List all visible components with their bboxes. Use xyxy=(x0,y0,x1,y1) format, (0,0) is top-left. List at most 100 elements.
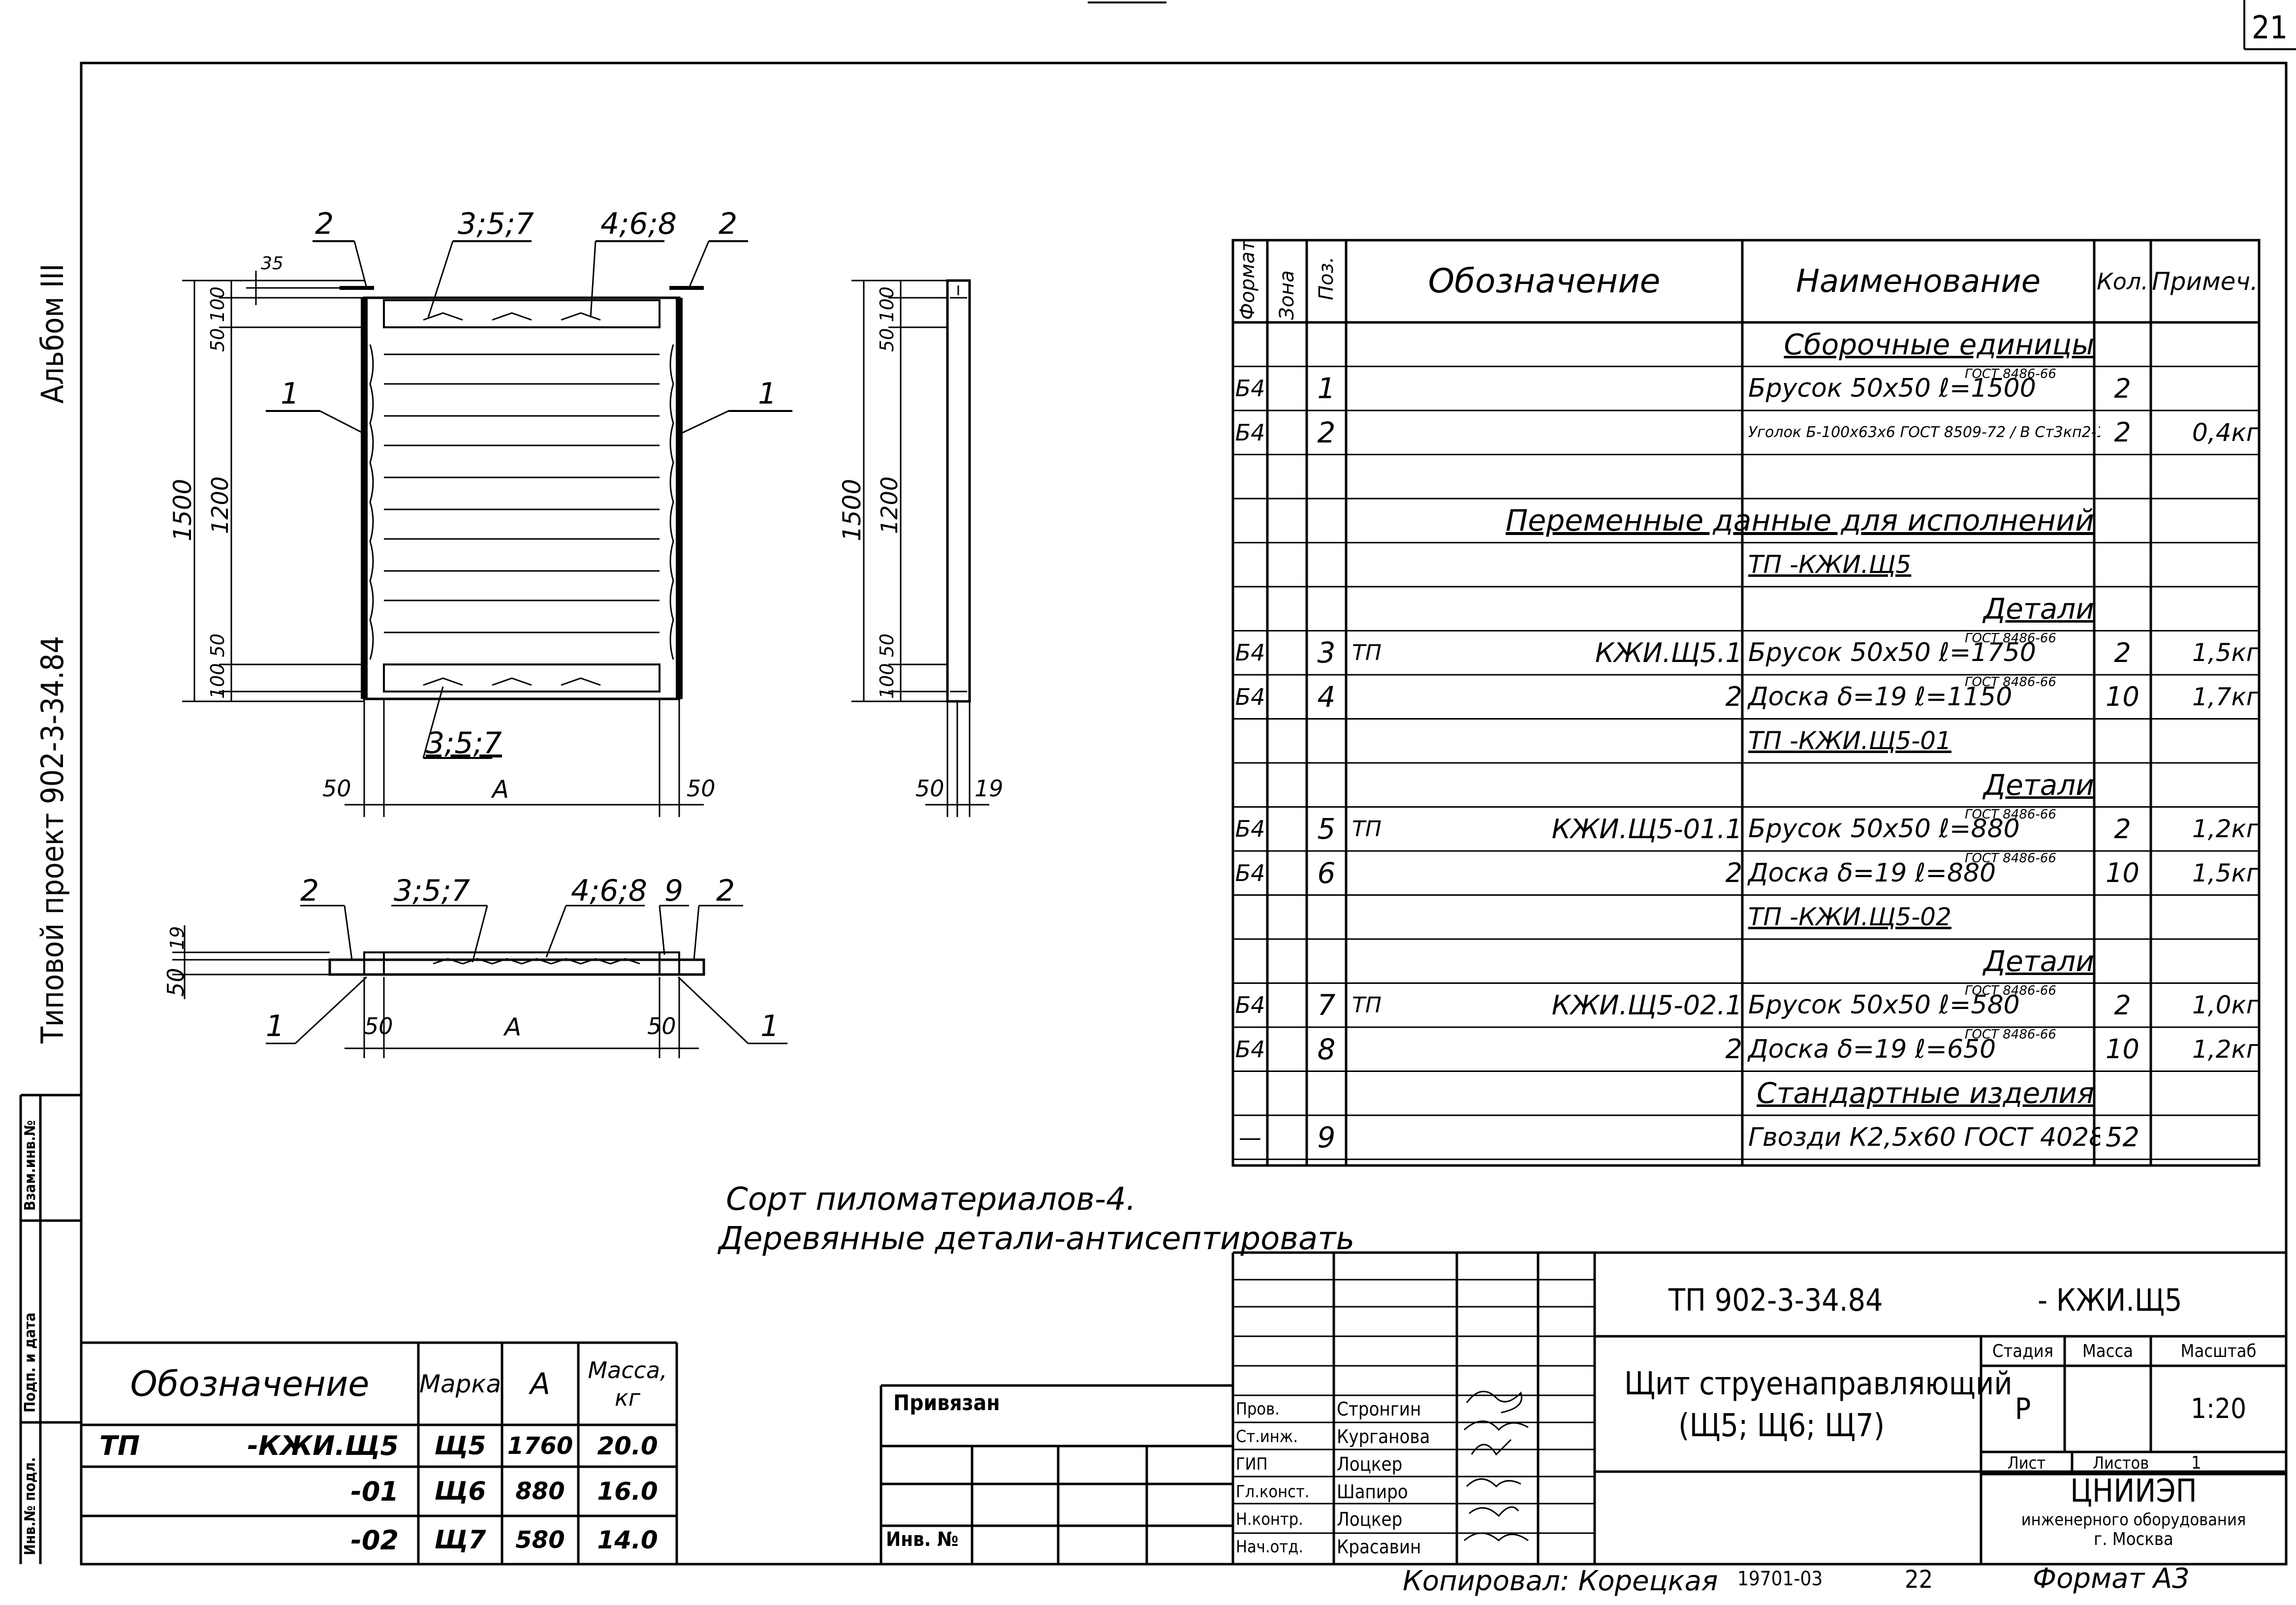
plan-dim-50-right: 50 xyxy=(647,1013,676,1039)
signer-role: ГИП xyxy=(1236,1454,1268,1474)
spec-row-designation-prefix xyxy=(1346,543,1450,587)
spec-row-format: Б4 xyxy=(1235,816,1265,843)
spec-row-designation-prefix xyxy=(1346,1027,1450,1071)
spec-row-note xyxy=(2151,939,2265,983)
spec-row-qty xyxy=(2094,455,2151,499)
footer-num: 22 xyxy=(1905,1565,1933,1594)
spec-row-designation: 2 xyxy=(1725,857,1742,889)
signer-name: Стронгин xyxy=(1337,1398,1421,1420)
plan-dim-19: 19 xyxy=(166,926,188,950)
variant-a: 880 xyxy=(515,1478,565,1505)
title-name-line2: (Щ5; Щ6; Щ7) xyxy=(1678,1408,1885,1444)
signer-name: Красавин xyxy=(1337,1536,1421,1558)
spec-row-format: Б4 xyxy=(1235,375,1265,402)
title-code: ТП 902-3-34.84 xyxy=(1668,1282,1883,1318)
spec-row-format xyxy=(1233,587,1267,631)
spec-row-format: Б4 xyxy=(1235,639,1265,666)
spec-row-designation-prefix xyxy=(1346,455,1450,499)
spec-row-name-standard: ГОСТ 8486-66 xyxy=(1965,1027,2056,1042)
album-label: Альбом III xyxy=(34,263,70,404)
spec-row-name: Брусок 50x50 ℓ=880 xyxy=(1748,814,2020,844)
spec-row-name-standard: ГОСТ 8486-66 xyxy=(1965,807,2056,822)
spec-row-designation-prefix xyxy=(1346,587,1450,631)
title-scale-label: Масштаб xyxy=(2180,1341,2257,1361)
spec-row-pos: 8 xyxy=(1317,1032,1336,1066)
plan-callout-357: 3;5;7 xyxy=(394,874,470,908)
spec-row-qty: 10 xyxy=(2106,681,2139,713)
spec-row-format xyxy=(1233,763,1267,807)
variants-header-a: А xyxy=(530,1366,551,1401)
variants-header-designation: Обозначение xyxy=(130,1363,370,1404)
org-name: ЦНИИЭП xyxy=(2070,1474,2197,1509)
spec-row-format: — xyxy=(1239,1124,1261,1151)
spec-header-qty: Кол. xyxy=(2097,268,2148,295)
spec-row-designation-prefix: ТП xyxy=(1352,816,1382,842)
spec-row-format: Б4 xyxy=(1235,992,1265,1019)
binding-label: Привязан xyxy=(893,1390,1000,1416)
side-label-replace: Взам.инв.№ xyxy=(22,1120,39,1211)
spec-row-format: Б4 xyxy=(1235,1036,1265,1063)
spec-row-name: Детали xyxy=(1983,944,2094,978)
plan-callout-9: 9 xyxy=(664,874,684,908)
spec-row-pos xyxy=(1307,719,1346,763)
signer-role: Пров. xyxy=(1236,1399,1280,1419)
spec-row-qty xyxy=(2094,1071,2151,1116)
variant-designation-prefix xyxy=(94,1516,198,1564)
spec-row-designation-prefix xyxy=(1346,367,1450,411)
spec-row-designation-prefix xyxy=(1346,499,1450,543)
spec-row-format: Б4 xyxy=(1235,683,1265,710)
spec-header-zone: Зона xyxy=(1276,270,1298,320)
spec-row-qty xyxy=(2094,939,2151,983)
signer-role: Нач.отд. xyxy=(1236,1537,1303,1557)
variant-mass: 20.0 xyxy=(597,1431,658,1460)
spec-row-format xyxy=(1233,895,1267,940)
spec-row-qty: 10 xyxy=(2106,1034,2139,1065)
spec-row-pos xyxy=(1307,499,1346,543)
spec-row-pos: 7 xyxy=(1317,988,1336,1022)
spec-row-note xyxy=(2151,543,2265,587)
spec-row-format xyxy=(1233,939,1267,983)
spec-row-format xyxy=(1233,455,1267,499)
spec-row-qty xyxy=(2094,322,2151,367)
spec-row-pos xyxy=(1307,895,1346,940)
plan-callout-468: 4;6;8 xyxy=(571,874,647,908)
spec-row-pos xyxy=(1307,587,1346,631)
spec-row-name-standard: ГОСТ 8486-66 xyxy=(1965,851,2056,866)
spec-row-name: Сборочные единицы xyxy=(1784,327,2094,361)
spec-row-designation xyxy=(1445,1071,1748,1116)
spec-row-designation xyxy=(1445,587,1748,631)
spec-row-note xyxy=(2151,499,2265,543)
front-dim-a: A xyxy=(492,775,509,804)
variants-header-mark: Марка xyxy=(419,1369,502,1398)
spec-row-name: Доска δ=19 ℓ=880 xyxy=(1748,858,1996,888)
title-stage-label: Стадия xyxy=(1992,1341,2054,1361)
spec-header-pos: Поз. xyxy=(1315,256,1338,300)
spec-header-name: Наименование xyxy=(1795,263,2041,300)
spec-row-note xyxy=(2151,455,2265,499)
spec-row-pos: 1 xyxy=(1317,372,1336,406)
spec-row-pos: 4 xyxy=(1317,680,1336,714)
plan-dim-a: A xyxy=(504,1013,522,1041)
signer-role: Ст.инж. xyxy=(1236,1427,1298,1447)
spec-row-designation-prefix: ТП xyxy=(1352,640,1382,665)
title-sheets-value: 1 xyxy=(2191,1453,2202,1473)
spec-row-note: 1,0кг xyxy=(2192,991,2259,1020)
signer-name: Лоцкер xyxy=(1337,1453,1403,1475)
spec-row-pos: 2 xyxy=(1317,415,1336,449)
spec-row-note xyxy=(2151,895,2265,940)
title-sheets-label: Листов xyxy=(2093,1453,2149,1473)
title-name-line1: Щит струенаправляющий xyxy=(1624,1366,2013,1402)
spec-row-qty xyxy=(2094,763,2151,807)
footer-order: 19701-03 xyxy=(1737,1568,1823,1590)
title-stage-value: Р xyxy=(2014,1391,2031,1426)
side-dim-50-100: 50 100 xyxy=(876,286,898,352)
signer-name: Лоцкер xyxy=(1337,1509,1403,1530)
spec-row-designation: КЖИ.Щ5.1 xyxy=(1595,637,1742,668)
front-dim-50-left: 50 xyxy=(322,775,351,802)
spec-row-designation xyxy=(1445,763,1748,807)
project-label: Типовой проект 902-3-34.84 xyxy=(34,636,70,1043)
variant-a: 1760 xyxy=(507,1432,573,1460)
spec-row-name: Уголок Б-100x63x6 ГОСТ 8509-72 / В Ст3кп… xyxy=(1748,424,2100,441)
front-callout-357-bottom: 3;5;7 xyxy=(426,726,502,760)
